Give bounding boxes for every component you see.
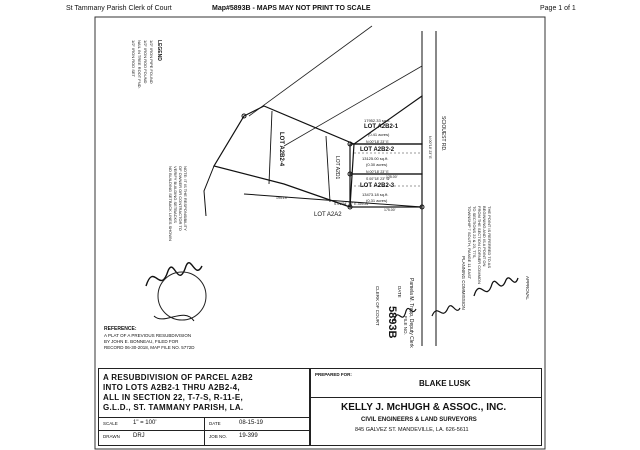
lot-acres: (0.30 acres) bbox=[366, 162, 388, 167]
print-header: St Tammany Parish Clerk of Court Map#589… bbox=[0, 0, 640, 16]
reference-line: A PLAT OF A PREVIOUS RESUBDIVISION bbox=[104, 333, 192, 338]
title-block-right: PREPARED FOR: BLAKE LUSK KELLY J. McHUGH… bbox=[310, 368, 542, 446]
note-line: NOTE: IT IS THE RESPONSIBILITY bbox=[183, 166, 188, 231]
lot-a2a2-label: LOT A2A2 bbox=[314, 212, 342, 218]
lot-area: 13125.00 sq.ft. bbox=[362, 156, 389, 161]
sheet-border bbox=[94, 16, 546, 450]
reference-title: REFERENCE: bbox=[104, 326, 137, 332]
lot-d1-line bbox=[325, 135, 331, 203]
lot-d1-label: LOT A2D1 bbox=[334, 156, 340, 180]
bearing-label: N 00°18' 23" E bbox=[428, 136, 432, 159]
bearing-label: S 00°18' 23" W bbox=[366, 177, 390, 181]
lot-label: LOT A2B2-3 bbox=[360, 183, 395, 189]
bearing-label: S 01°54' 34" E 359.24' bbox=[334, 202, 369, 206]
date-label: DATE bbox=[209, 421, 221, 426]
firm-address: 845 GALVEZ ST. MANDEVILLE, LA. 626-5611 bbox=[355, 427, 469, 433]
plat-sheet: LEGEND 1/2" IRON PIPE FOUND 1/2" IRON RO… bbox=[94, 16, 546, 450]
left-boundary bbox=[203, 165, 215, 217]
header-page: Page 1 of 1 bbox=[540, 5, 576, 12]
title-line: G.L.D., ST. TAMMANY PARISH, LA. bbox=[103, 403, 244, 412]
commission-signature bbox=[473, 277, 519, 297]
clerk-name: Pamela M. Trapp, Deputy Clerk bbox=[408, 278, 414, 348]
lot-label: LOT A2B2-4 bbox=[278, 132, 284, 167]
distance-label: 194.19' bbox=[276, 196, 288, 200]
scale-value: 1" = 100' bbox=[133, 420, 157, 426]
road-name: SCIOUEST RD. bbox=[440, 116, 446, 152]
file-no-label: FILE NO. bbox=[403, 316, 408, 335]
iron-rod-marker bbox=[347, 204, 353, 210]
approval-label: APPROVAL bbox=[525, 276, 530, 300]
lot-area: 13473.18 sq.ft. bbox=[362, 192, 389, 197]
header-left: St Tammany Parish Clerk of Court bbox=[66, 5, 172, 12]
surveyor-seal bbox=[157, 271, 207, 321]
reference-line: RECORD 06-30-2018, MAP FILE NO. 5772D bbox=[104, 345, 195, 350]
title-line: INTO LOTS A2B2-1 THRU A2B2-4, bbox=[103, 383, 240, 392]
firm-subtitle: CIVIL ENGINEERS & LAND SURVEYORS bbox=[361, 417, 477, 423]
surveyor-signature bbox=[145, 262, 203, 287]
diag-line-2 bbox=[283, 65, 423, 147]
job-label: JOB NO. bbox=[209, 434, 228, 439]
lot-label: LOT A2B2-1 bbox=[364, 124, 399, 130]
note-line: OF OWNER OR CONTRACTOR TO bbox=[178, 166, 183, 231]
note-line: NO BUILDING SETBACK LINES SHOWN bbox=[168, 166, 173, 241]
header-center: Map#5893B - MAPS MAY NOT PRINT TO SCALE bbox=[212, 5, 371, 12]
point-note: FROM THE SECTION CORNER COMMON bbox=[477, 206, 482, 284]
legend-item: 1/2" IRON ROD SET bbox=[131, 40, 136, 77]
lot-acres: (0.41 acres) bbox=[368, 132, 390, 137]
distance-label: 125.00' bbox=[386, 175, 398, 179]
lot-acres: (0.31 acres) bbox=[366, 198, 388, 203]
lot-area: 17952.33 sq.ft. bbox=[364, 118, 391, 123]
scale-label: SCALE bbox=[103, 421, 118, 426]
distance-label: 175.00' bbox=[384, 208, 396, 212]
drawn-label: DRAWN bbox=[103, 434, 120, 439]
point-note: TOWNSHIP 7 SOUTH, RANGE 11 EAST bbox=[467, 206, 472, 280]
lot-a2b2-3-outline bbox=[349, 173, 423, 208]
commission-title: PLANNING COMMISSION bbox=[461, 256, 466, 310]
point-note: THE POINT IS REFERRED TO AS bbox=[487, 206, 492, 269]
client-name: BLAKE LUSK bbox=[419, 379, 471, 388]
map-number: 5893B bbox=[386, 306, 398, 339]
lot-4-interior-line bbox=[268, 110, 273, 185]
legend-item: 1/2" IRON ROD FOUND bbox=[143, 40, 148, 84]
point-note: TO SECTIONS 22 & 23, T7S, bbox=[472, 206, 477, 259]
clerk-signature bbox=[431, 305, 461, 317]
plat-drawing bbox=[94, 16, 546, 450]
firm-name: KELLY J. McHUGH & ASSOC., INC. bbox=[341, 402, 507, 413]
date-label: DATE bbox=[397, 286, 402, 298]
reference-line: BY JOHN E. BONNEAU, FILED FOR bbox=[104, 339, 179, 344]
bearing-label: N 00°18' 23" E bbox=[366, 170, 389, 174]
clerk-signature-2 bbox=[393, 307, 417, 322]
legend-item: NAIL IN TREE ROOT FND. bbox=[137, 40, 142, 89]
lot-a2b2-4-outline bbox=[213, 105, 355, 208]
iron-pipe-marker bbox=[241, 113, 247, 119]
iron-rod-marker bbox=[347, 141, 353, 147]
note-line: VERIFY BUILDING SETBACKS bbox=[173, 166, 178, 223]
legend-item: 1/2" IRON PIPE FOUND bbox=[149, 40, 154, 84]
prepared-label: PREPARED FOR: bbox=[315, 372, 352, 377]
point-note: BEGINNING AND IS A POINT ON bbox=[482, 206, 487, 267]
title-line: ALL IN SECTION 22, T-7-S, R-11-E, bbox=[103, 393, 244, 402]
legend-title: LEGEND bbox=[156, 40, 162, 61]
date-value: 08-15-19 bbox=[239, 420, 264, 426]
diag-line-1 bbox=[248, 25, 373, 117]
bearing-label: N 00°18' 23" E bbox=[366, 140, 389, 144]
title-line: A RESUBDIVISION OF PARCEL A2B2 bbox=[103, 373, 253, 382]
iron-rod-marker bbox=[419, 204, 425, 210]
job-value: 19-399 bbox=[239, 433, 258, 439]
iron-rod-marker bbox=[347, 171, 353, 177]
clerk-label: CLERK OF COURT bbox=[375, 286, 380, 326]
lot-label: LOT A2B2-2 bbox=[360, 147, 395, 153]
title-block-left: A RESUBDIVISION OF PARCEL A2B2 INTO LOTS… bbox=[98, 368, 310, 446]
drawn-value: DRJ bbox=[133, 433, 145, 439]
south-boundary bbox=[243, 193, 423, 208]
